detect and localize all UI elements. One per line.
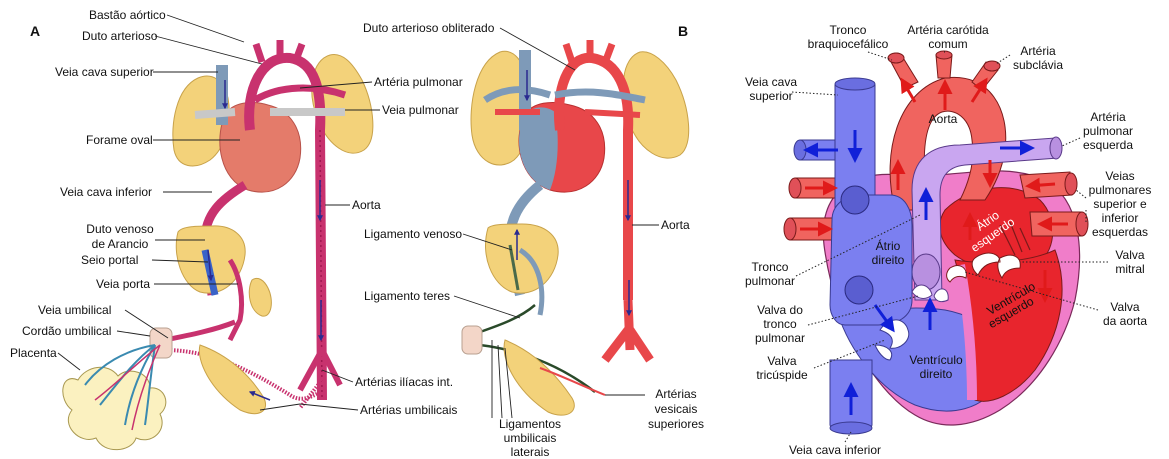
label-ventriculo-direito-2: direito bbox=[920, 367, 953, 381]
brachiocephalic-opening bbox=[888, 53, 904, 63]
label-duto-venoso-2: de Arancio bbox=[92, 237, 149, 251]
label-seio-portal: Seio portal bbox=[81, 253, 138, 267]
label-arterias-umbilicais: Artérias umbilicais bbox=[360, 403, 457, 417]
label-subclavia-2: subclávia bbox=[1013, 58, 1063, 72]
umbilicus-b bbox=[462, 326, 482, 354]
label-veia-cava-inferior-a: Veia cava inferior bbox=[60, 185, 152, 199]
label-ligamentos-2: umbilicais bbox=[504, 431, 557, 445]
label-placenta: Placenta bbox=[10, 346, 57, 360]
label-valva-mitral-1: Valva bbox=[1115, 248, 1144, 262]
label-ligamento-venoso: Ligamento venoso bbox=[364, 227, 462, 241]
label-valva-tronco-3: pulmonar bbox=[755, 331, 805, 345]
label-valva-tricuspide-1: Valva bbox=[767, 354, 796, 368]
label-valva-aorta-2: da aorta bbox=[1103, 314, 1147, 328]
leader-art-pulm-esq bbox=[1062, 138, 1080, 146]
pulmonary-artery-opening bbox=[1050, 137, 1062, 159]
label-tronco-pulm-1: Tronco bbox=[752, 260, 789, 274]
label-vci: Veia cava inferior bbox=[789, 443, 881, 457]
sinus-opening-upper bbox=[841, 186, 869, 214]
label-ventriculo-direito-1: Ventrículo bbox=[909, 353, 963, 367]
label-arteria-pulmonar-a: Artéria pulmonar bbox=[374, 75, 463, 89]
label-valva-mitral-2: mitral bbox=[1115, 262, 1144, 276]
label-valva-tronco-1: Valva do bbox=[757, 303, 803, 317]
sinus-opening-lower bbox=[845, 276, 873, 304]
heart-anatomy-diagram: Aorta Átrio direito Átrio esquerdo Ventr… bbox=[745, 23, 1151, 457]
gut-organ-a bbox=[249, 278, 271, 316]
label-subclavia-1: Artéria bbox=[1020, 44, 1056, 58]
label-veia-cava-superior-a: Veia cava superior bbox=[55, 65, 154, 79]
label-cordao-umbilical: Cordão umbilical bbox=[22, 324, 111, 338]
panel-a-letter: A bbox=[30, 23, 40, 39]
label-atrio-direito-1: Átrio bbox=[876, 238, 901, 253]
left-pulmonary-vein-lower-opening bbox=[1076, 212, 1088, 236]
label-atrio-direito-2: direito bbox=[872, 253, 905, 267]
aorta-descending-b bbox=[605, 300, 650, 360]
label-aorta-a: Aorta bbox=[352, 198, 381, 212]
leader-bastao bbox=[167, 15, 244, 42]
pulmonary-vein-right-a bbox=[195, 112, 235, 115]
label-art-pulm-esq-2: pulmonar bbox=[1083, 124, 1133, 138]
leader-lig-teres bbox=[454, 296, 520, 318]
label-vcs-2: superior bbox=[749, 89, 792, 103]
label-aorta-b: Aorta bbox=[661, 218, 690, 232]
label-tronco-braquio-2: braquiocefálico bbox=[808, 37, 889, 51]
label-arterias-vesicais-2: vesicais bbox=[655, 402, 698, 416]
label-bastao-aortico: Bastão aórtico bbox=[89, 8, 166, 22]
label-veias-pulm-3: superior e bbox=[1093, 197, 1147, 211]
label-aorta-heart: Aorta bbox=[929, 112, 958, 126]
label-ligamentos-3: laterais bbox=[511, 445, 550, 459]
label-valva-tronco-2: tronco bbox=[763, 317, 797, 331]
label-duto-arterioso-obliterado: Duto arterioso obliterado bbox=[363, 21, 495, 35]
pulmonary-valve-ring bbox=[912, 254, 940, 290]
label-duto-arterioso: Duto arterioso bbox=[82, 29, 158, 43]
label-art-pulm-esq-1: Artéria bbox=[1090, 110, 1126, 124]
right-pulmonary-vein-lower-opening bbox=[784, 218, 796, 240]
label-veia-umbilical: Veia umbilical bbox=[38, 303, 111, 317]
label-art-pulm-esq-3: esquerda bbox=[1083, 138, 1133, 152]
label-forame-oval: Forame oval bbox=[86, 133, 153, 147]
label-vcs-1: Veia cava bbox=[745, 75, 797, 89]
bladder-a bbox=[199, 345, 265, 414]
label-ligamentos-1: Ligamentos bbox=[499, 417, 561, 431]
leader-cordao bbox=[117, 331, 150, 336]
label-arterias-vesicais-1: Artérias bbox=[655, 387, 696, 401]
label-veias-pulm-2: pulmonares bbox=[1089, 183, 1152, 197]
leader-vcs bbox=[792, 92, 838, 95]
leader-subclavia bbox=[996, 55, 1010, 64]
label-arterias-iliacas: Artérias ilíacas int. bbox=[355, 375, 453, 389]
label-carotida-2: comum bbox=[928, 37, 967, 51]
ligamento-teres-b bbox=[480, 305, 535, 332]
left-pulmonary-vein-upper-opening bbox=[1065, 173, 1077, 195]
liver-b bbox=[485, 224, 558, 293]
label-tronco-braquio-1: Tronco bbox=[830, 23, 867, 37]
label-arterias-vesicais-3: superiores bbox=[648, 417, 704, 431]
superior-vena-cava-opening bbox=[835, 78, 875, 90]
leader-duto-arterioso bbox=[155, 36, 262, 64]
label-tronco-pulm-2: pulmonar bbox=[745, 274, 795, 288]
leader-umbilicais bbox=[260, 404, 358, 410]
label-veias-pulm-4: inferior bbox=[1102, 211, 1139, 225]
right-pulmonary-artery-opening bbox=[794, 140, 806, 160]
umbilical-vein-a bbox=[165, 322, 235, 340]
panel-b-letter: B bbox=[678, 23, 688, 39]
label-veia-porta: Veia porta bbox=[96, 277, 150, 291]
label-veias-pulm-1: Veias bbox=[1105, 169, 1134, 183]
label-valva-aorta-1: Valva bbox=[1110, 300, 1139, 314]
label-veias-pulm-5: esquerdas bbox=[1092, 225, 1148, 239]
label-ligamento-teres: Ligamento teres bbox=[364, 289, 450, 303]
leader-veia-umbilical bbox=[125, 310, 168, 338]
label-valva-tricuspide-2: tricúspide bbox=[756, 368, 808, 382]
right-pulmonary-vein-upper-opening bbox=[789, 178, 801, 198]
label-duto-venoso-1: Duto venoso bbox=[86, 222, 154, 236]
leader-placenta bbox=[58, 353, 80, 370]
label-carotida-1: Artéria carótida bbox=[907, 23, 989, 37]
label-veia-pulmonar: Veia pulmonar bbox=[382, 103, 459, 117]
arrow-pv-right-upper bbox=[1028, 184, 1055, 186]
